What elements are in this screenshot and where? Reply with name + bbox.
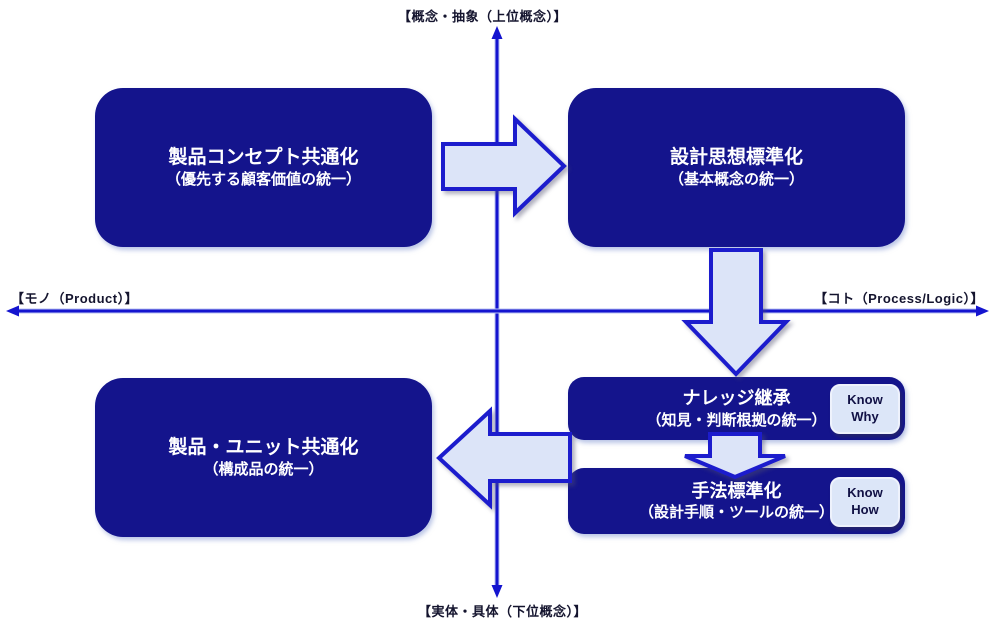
axis-label-right: 【コト（Process/Logic）】: [814, 291, 984, 306]
axis-arrowhead-right-icon: [976, 305, 989, 317]
box-title: ナレッジ継承: [682, 388, 791, 409]
badge-line: Know: [847, 485, 883, 501]
badge-line: How: [851, 502, 879, 517]
axis-arrowhead-left-icon: [6, 305, 19, 317]
box-title: 手法標準化: [691, 480, 782, 501]
box-product-unit: 製品・ユニット共通化 （構成品の統一）: [95, 378, 432, 537]
box-product-concept: 製品コンセプト共通化 （優先する顧客価値の統一）: [95, 88, 432, 247]
axis-arrowhead-down-icon: [491, 585, 503, 598]
box-title: 設計思想標準化: [669, 146, 803, 168]
axis-arrowhead-up-icon: [491, 26, 503, 39]
box-method: 手法標準化 （設計手順・ツールの統一） Know How: [568, 468, 905, 534]
badge-know-why: Know Why: [830, 384, 900, 434]
badge-line: Why: [851, 409, 879, 424]
arrow-concept-to-design-icon: [441, 114, 567, 218]
box-subtitle: （構成品の統一）: [203, 461, 324, 479]
box-subtitle: （優先する顧客価値の統一）: [165, 171, 361, 189]
box-design-philosophy: 設計思想標準化 （基本概念の統一）: [568, 88, 905, 247]
horizontal-axis-line: [6, 305, 989, 317]
box-subtitle: （知見・判断根拠の統一）: [646, 411, 827, 429]
axis-label-left: 【モノ（Product）】: [11, 291, 139, 306]
box-title: 製品コンセプト共通化: [168, 146, 359, 168]
badge-know-how: Know How: [830, 477, 900, 527]
box-title: 製品・ユニット共通化: [168, 436, 359, 458]
box-knowledge: ナレッジ継承 （知見・判断根拠の統一） Know Why: [568, 377, 905, 440]
axis-label-top: 【概念・抽象（上位概念）】: [398, 9, 568, 24]
axis-label-bottom: 【実体・具体（下位概念）】: [418, 604, 588, 619]
vertical-axis-line: [491, 26, 503, 598]
arrow-design-to-knowledge-icon: [681, 248, 791, 377]
box-subtitle: （設計手順・ツールの統一）: [638, 504, 834, 522]
arrow-method-to-unit-icon: [436, 406, 572, 510]
badge-line: Know: [847, 392, 883, 408]
box-subtitle: （基本概念の統一）: [668, 171, 804, 189]
